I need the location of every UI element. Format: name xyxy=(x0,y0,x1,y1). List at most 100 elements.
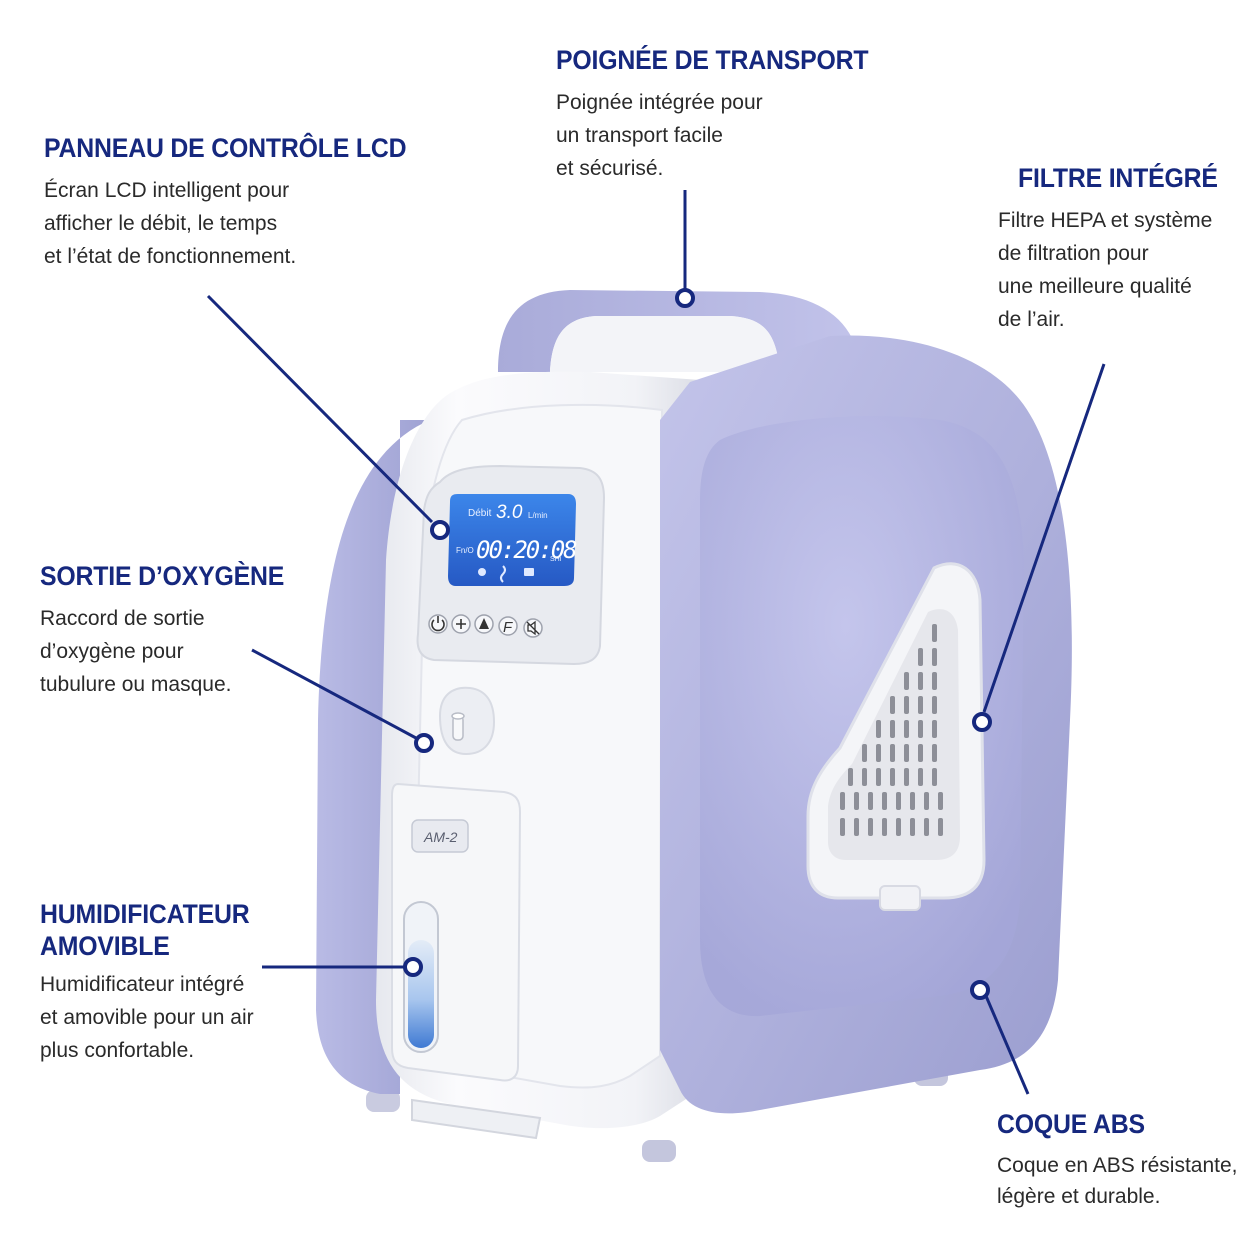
vent-slot xyxy=(882,818,887,836)
vent-slot xyxy=(854,818,859,836)
plus-icon xyxy=(456,619,466,629)
feature-oxygen-outlet: SORTIE D’OXYGÈNE Raccord de sortie d’oxy… xyxy=(40,560,305,701)
handle-dot xyxy=(675,288,695,308)
lcd-flow-label: Débit xyxy=(468,508,492,519)
callout-dots xyxy=(403,288,992,1000)
feature-filter-text: Filtre HEPA et système de filtration pou… xyxy=(998,209,1213,331)
vent-slot xyxy=(932,648,937,666)
vent-slot xyxy=(854,792,859,810)
base-plate xyxy=(411,1098,542,1140)
lcd-flow-value: 3.0 xyxy=(496,502,523,523)
vent-slot xyxy=(918,744,923,762)
vent-slot xyxy=(848,768,853,786)
vent-slot xyxy=(918,696,923,714)
person-icon xyxy=(478,568,486,576)
mute-button[interactable] xyxy=(523,618,543,638)
handle-inner xyxy=(550,316,780,372)
feature-shell-text: Coque en ABS résistante, légère et durab… xyxy=(997,1154,1238,1208)
feature-lcd-panel-text: Écran LCD intelligent pour afficher le d… xyxy=(44,179,297,268)
up-triangle-icon xyxy=(479,618,489,629)
vent-slot xyxy=(904,720,909,738)
vent-slot xyxy=(890,696,895,714)
vent-slot xyxy=(938,792,943,810)
power-button[interactable] xyxy=(428,614,448,634)
vent-slot xyxy=(904,672,909,690)
feature-filter-title: FILTRE INTÉGRÉ xyxy=(1018,163,1218,193)
model-label: AM-2 xyxy=(423,829,458,845)
vent-slot xyxy=(910,792,915,810)
feature-filter: FILTRE INTÉGRÉ Filtre HEPA et système de… xyxy=(998,162,1235,336)
feature-humidifier-title: HUMIDIFICATEUR AMOVIBLE xyxy=(40,899,250,961)
feature-humidifier-text: Humidificateur intégré et amovible pour … xyxy=(40,973,254,1062)
vent-slot xyxy=(890,768,895,786)
feature-humidifier: HUMIDIFICATEUR AMOVIBLE Humidificateur i… xyxy=(40,898,268,1067)
lcd-flow-unit: L/min xyxy=(528,511,548,520)
vent-slot xyxy=(932,768,937,786)
up-button[interactable] xyxy=(474,614,494,634)
filter-leader xyxy=(982,363,1106,713)
vent-slot xyxy=(918,768,923,786)
carry-handle xyxy=(498,290,862,372)
feature-lcd-panel: PANNEAU DE CONTRÔLE LCD Écran LCD intell… xyxy=(44,132,438,273)
increase-button[interactable] xyxy=(451,614,471,634)
filter-latch xyxy=(879,885,921,911)
lcd-screen xyxy=(448,494,576,586)
vent-slot xyxy=(932,624,937,642)
mute-icon xyxy=(526,620,540,636)
bed-icon xyxy=(524,568,534,576)
vent-slot xyxy=(910,818,915,836)
vent-slot xyxy=(890,720,895,738)
vent-slot xyxy=(918,720,923,738)
oxygen-outlet-housing xyxy=(438,686,496,756)
feature-oxygen-outlet-text: Raccord de sortie d’oxygène pour tubulur… xyxy=(40,607,232,696)
vent-slot xyxy=(890,744,895,762)
lcd-timer: 00:20:08 xyxy=(476,536,577,564)
vent-slot xyxy=(904,768,909,786)
lcd-status-icons xyxy=(478,565,534,583)
vent-slot xyxy=(938,818,943,836)
left-side-strip xyxy=(316,420,430,1094)
vent-slot xyxy=(876,720,881,738)
vent-slot xyxy=(932,672,937,690)
vent-slot xyxy=(904,696,909,714)
feature-lcd-panel-title: PANNEAU DE CONTRÔLE LCD xyxy=(44,133,407,163)
filter-vent-slots xyxy=(840,624,943,836)
vent-slot xyxy=(932,696,937,714)
vent-slot xyxy=(840,818,845,836)
vent-slot xyxy=(896,818,901,836)
shell-leader xyxy=(984,995,1030,1095)
vent-slot xyxy=(896,792,901,810)
vent-slot xyxy=(862,744,867,762)
outlet-dot xyxy=(414,733,434,753)
vent-slot xyxy=(904,744,909,762)
feature-shell: COQUE ABS Coque en ABS résistante, légèr… xyxy=(997,1108,1238,1212)
vent-slot xyxy=(862,768,867,786)
lcd-left-tag: Fn/O xyxy=(456,546,474,555)
vent-slot xyxy=(876,768,881,786)
model-badge xyxy=(411,819,469,853)
function-button[interactable]: F xyxy=(498,616,518,636)
foot xyxy=(366,1090,400,1112)
power-icon xyxy=(431,619,445,632)
wave-icon xyxy=(500,565,506,583)
vent-slot xyxy=(932,744,937,762)
vent-slot xyxy=(924,792,929,810)
vent-slot xyxy=(840,792,845,810)
vent-slot xyxy=(918,648,923,666)
vent-slot xyxy=(876,744,881,762)
feature-oxygen-outlet-title: SORTIE D’OXYGÈNE xyxy=(40,561,285,591)
vent-slot xyxy=(932,720,937,738)
humidifier-dot xyxy=(403,957,423,977)
outlet-leader xyxy=(251,648,417,740)
lcd-dot xyxy=(430,520,450,540)
lcd-leader xyxy=(206,294,434,524)
humidifier-water-level xyxy=(408,940,434,1048)
vent-slot xyxy=(918,672,923,690)
control-buttons: F xyxy=(428,614,543,638)
vent-slot xyxy=(868,792,873,810)
vent-slot xyxy=(882,792,887,810)
filter-dot xyxy=(972,712,992,732)
feature-shell-title: COQUE ABS xyxy=(997,1109,1145,1139)
shell-dot xyxy=(970,980,990,1000)
